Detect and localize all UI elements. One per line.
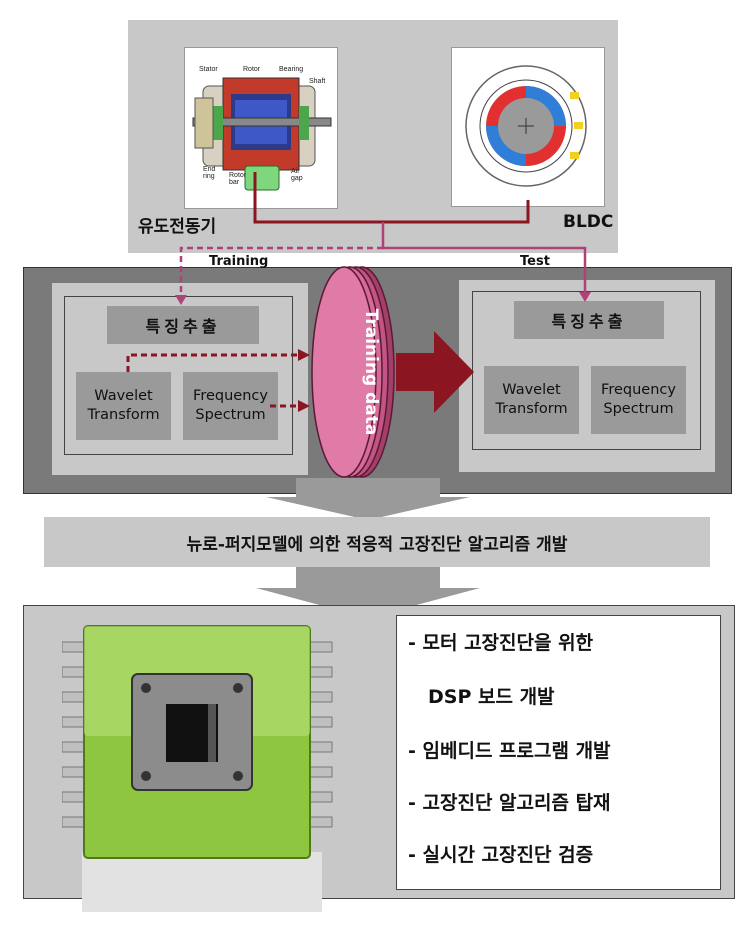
training-path-line [179,246,383,298]
down-arrow-1 [266,478,470,520]
left-frequency-line1: Frequency [193,388,268,404]
label-rotor-bar: Rotor bar [229,172,247,186]
left-frequency-line2: Spectrum [195,407,266,423]
bldc-motor-illustration [465,65,587,187]
algorithm-banner: 뉴로-퍼지모델에 의한 적응적 고장진단 알고리즘 개발 [44,517,710,567]
data-to-test-arrow [396,331,474,413]
outcome-item-3: - 임베디드 프로그램 개발 [408,740,611,762]
induction-motor-image: Stator Rotor Bearing Shaft End ring Roto… [184,47,338,209]
test-label: Test [520,254,550,269]
right-feature-extraction-title: 특징추출 [514,301,664,339]
training-data-disk [311,266,395,478]
training-label: Training [209,254,269,269]
label-rotor: Rotor [243,66,261,73]
wavelet-to-data-head [298,349,310,361]
outcome-item-2: DSP 보드 개발 [428,686,555,708]
induction-motor-illustration [192,77,332,191]
test-path-line [253,172,530,224]
right-wavelet-box: Wavelet Transform [484,366,579,434]
left-wavelet-line2: Transform [87,407,160,423]
frequency-to-data-head [298,400,310,412]
label-stator: Stator [199,66,218,73]
induction-motor-caption: 유도전동기 [138,217,217,237]
outcomes-box: - 모터 고장진단을 위한 DSP 보드 개발 - 임베디드 프로그램 개발 -… [396,615,721,890]
test-arrow-head [579,292,591,302]
label-bearing: Bearing [279,66,304,73]
left-wavelet-line1: Wavelet [94,388,153,404]
outcome-item-1: - 모터 고장진단을 위한 [408,632,594,654]
right-wavelet-line2: Transform [495,401,568,417]
label-air-gap: Air gap [291,168,303,182]
down-arrow-2 [256,562,480,618]
right-wavelet-line1: Wavelet [502,382,561,398]
left-feature-extraction-title: 특징추출 [107,306,259,344]
right-frequency-line2: Spectrum [603,401,674,417]
test-arrow-line [381,222,587,295]
wavelet-to-data-line [126,353,300,372]
bldc-motor-caption: BLDC [563,212,614,232]
left-wavelet-box: Wavelet Transform [76,372,171,440]
label-end-ring: End ring [203,166,216,180]
outcome-item-5: - 실시간 고장진단 검증 [408,844,594,866]
left-frequency-box: Frequency Spectrum [183,372,278,440]
label-shaft: Shaft [309,78,326,85]
right-frequency-line1: Frequency [601,382,676,398]
training-arrow-head [175,295,187,305]
outcome-item-4: - 고장진단 알고리즘 탑재 [408,792,611,814]
dsp-chip-image [61,622,352,917]
chip-illustration [61,625,333,912]
training-data-label: Training data [361,308,381,436]
right-frequency-box: Frequency Spectrum [591,366,686,434]
